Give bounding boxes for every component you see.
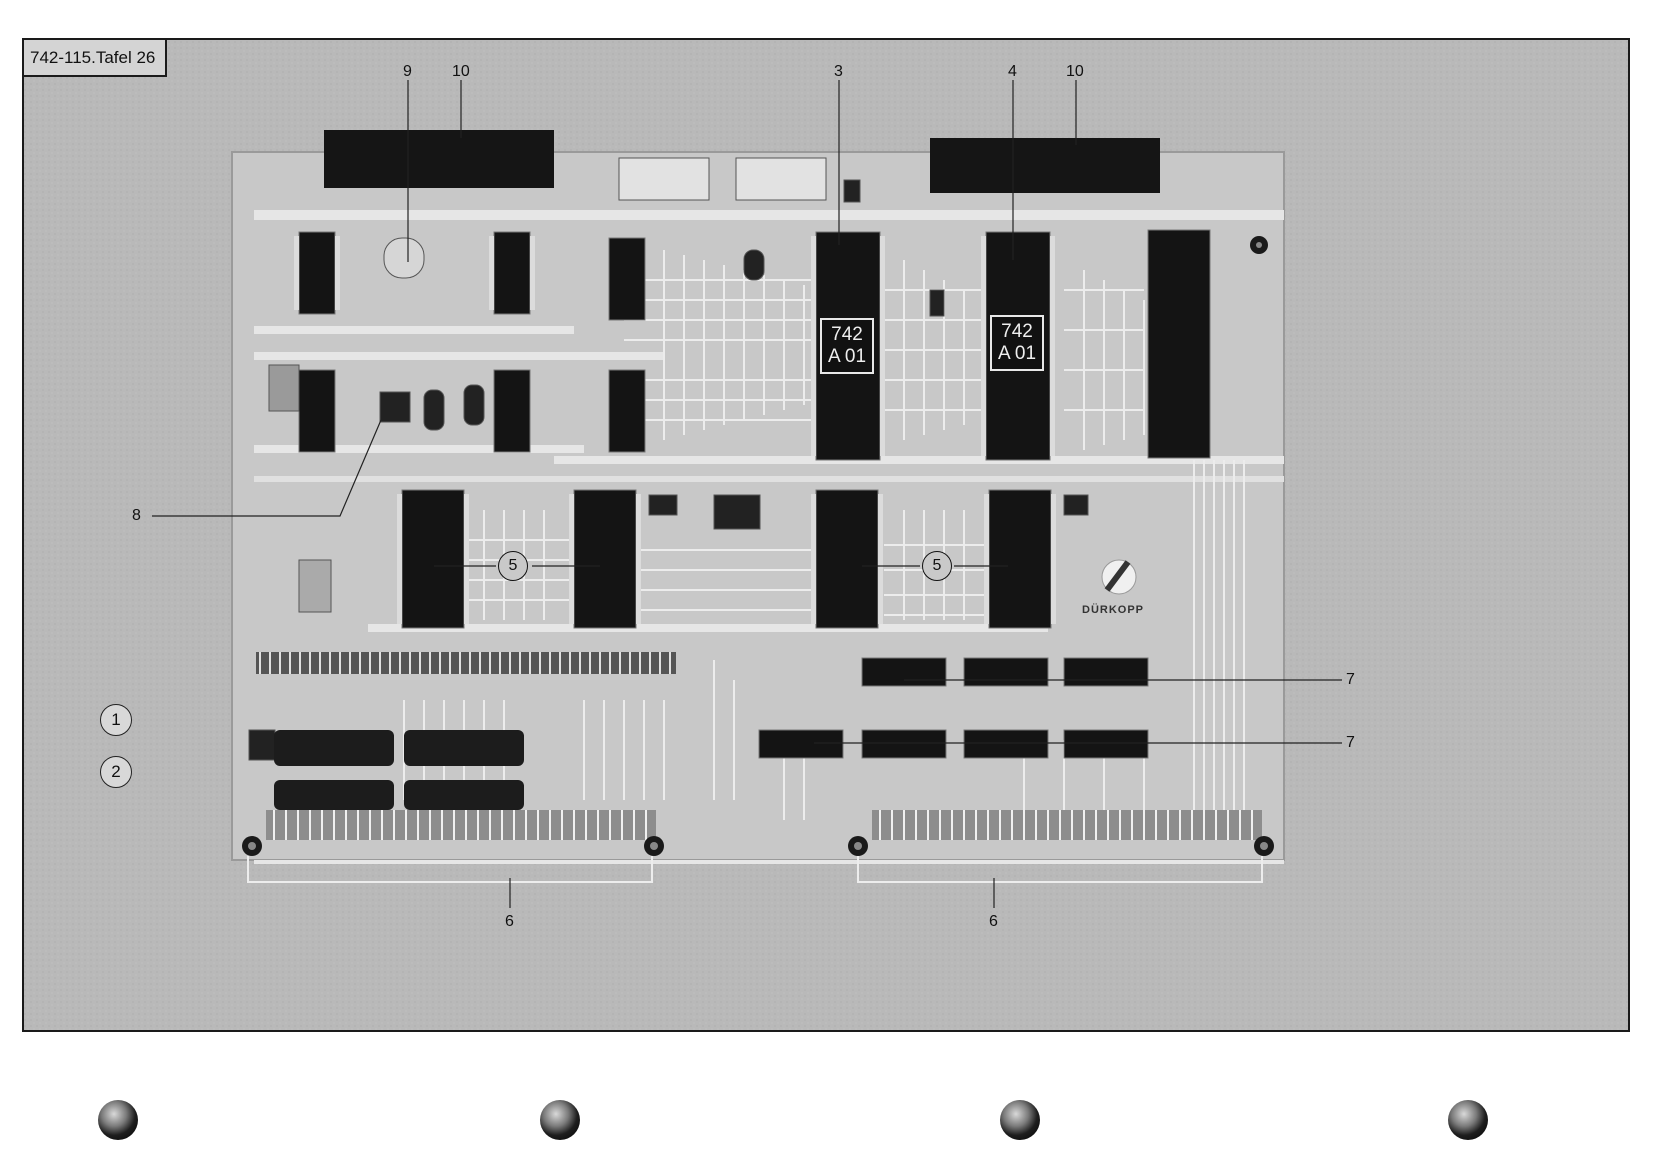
ic-memory-0: [402, 490, 464, 628]
plate-label: 742-115.Tafel 26: [24, 40, 167, 77]
chip-marking-line1: 742: [998, 321, 1036, 343]
ic-13: [1064, 730, 1148, 758]
ic-19: [609, 370, 645, 452]
top-connector-right: [930, 138, 1160, 193]
callout-7-bottom: 7: [1346, 735, 1355, 751]
callout-7-top: 7: [1346, 672, 1355, 688]
ic-memory-2: [816, 490, 878, 628]
ic-8: [862, 658, 946, 686]
callout-5-right: 5: [922, 551, 952, 581]
top-connector-left: [324, 130, 554, 188]
relay-right: [736, 158, 826, 200]
side-marker-1: 1: [100, 704, 132, 736]
chip-marking-line2: A 01: [998, 343, 1036, 365]
side-marker-2: 2: [100, 756, 132, 788]
component-8: [380, 392, 410, 422]
callout-6-left: 6: [505, 914, 514, 930]
binder-hole-1: [98, 1100, 138, 1140]
binder-hole-4: [1448, 1100, 1488, 1140]
ic-memory-1: [574, 490, 636, 628]
ic-12: [964, 730, 1048, 758]
ic-14: [299, 232, 335, 314]
callout-5-left: 5: [498, 551, 528, 581]
ic-11: [862, 730, 946, 758]
binder-hole-2: [540, 1100, 580, 1140]
callout-10-right: 10: [1066, 64, 1084, 80]
manufacturer-logo-text: DÜRKOPP: [1082, 604, 1144, 616]
ic-18: [494, 370, 530, 452]
callout-10-left: 10: [452, 64, 470, 80]
callout-4: 4: [1008, 64, 1017, 80]
ic-large-right: [1148, 230, 1210, 458]
resistor-network-1: [274, 730, 394, 766]
binder-hole-3: [1000, 1100, 1040, 1140]
chip-marking-processor-3: 742 A 01: [820, 318, 874, 374]
callout-3: 3: [834, 64, 843, 80]
callout-8: 8: [132, 508, 141, 524]
photo-plate: 742-115.Tafel 26: [22, 38, 1630, 1032]
relay-left: [619, 158, 709, 200]
circuit-board-illustration: [24, 40, 1628, 1030]
ic-17: [299, 370, 335, 452]
chip-marking-processor-4: 742 A 01: [990, 315, 1044, 371]
ic-9b: [1064, 658, 1148, 686]
potentiometer: [384, 238, 424, 278]
ic-15: [494, 232, 530, 314]
ic-9: [964, 658, 1048, 686]
resistor-network-2: [404, 730, 524, 766]
ic-10: [759, 730, 843, 758]
ic-16: [609, 238, 645, 320]
ic-memory-3: [989, 490, 1051, 628]
callout-9: 9: [403, 64, 412, 80]
chip-marking-line2: A 01: [828, 346, 866, 368]
chip-marking-line1: 742: [828, 324, 866, 346]
callout-6-right: 6: [989, 914, 998, 930]
